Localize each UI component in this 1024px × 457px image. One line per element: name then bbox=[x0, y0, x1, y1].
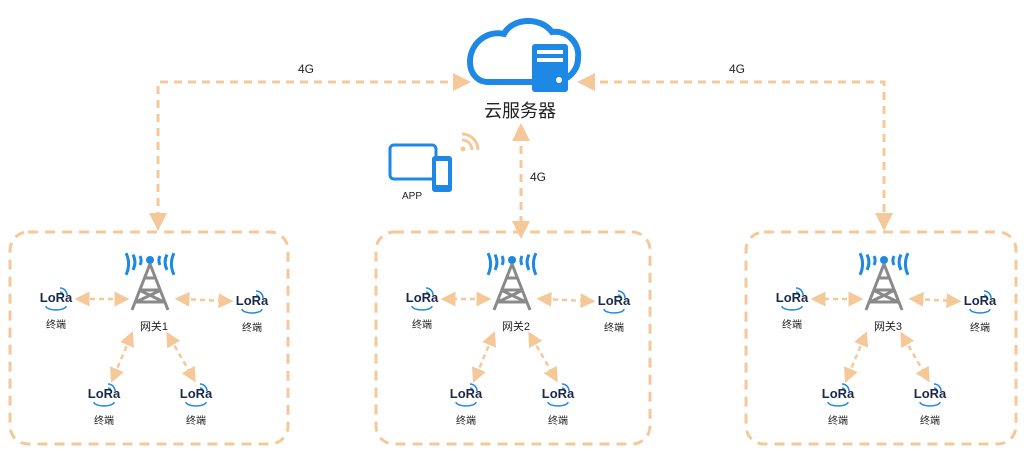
terminal-label: 终端 bbox=[412, 318, 432, 331]
lora-logo-text: LoRa bbox=[822, 386, 855, 401]
lora-icon: LoRa bbox=[776, 287, 809, 311]
gateway-group-border bbox=[744, 230, 1018, 446]
gateway-group-border bbox=[8, 230, 290, 446]
terminal-label: 终端 bbox=[548, 414, 568, 427]
lora-icon: LoRa bbox=[822, 383, 855, 407]
link-left bbox=[149, 73, 471, 231]
link-left-label: 4G bbox=[298, 62, 314, 76]
terminal-label: 终端 bbox=[970, 321, 990, 334]
lora-logo-text: LoRa bbox=[40, 290, 73, 305]
lora-logo-text: LoRa bbox=[598, 293, 631, 308]
lora-icon: LoRa bbox=[180, 383, 213, 407]
gateway-terminal-link bbox=[471, 331, 497, 383]
wifi-signal-icon bbox=[124, 252, 176, 276]
wifi-signal-icon bbox=[486, 252, 538, 276]
terminal-label: 终端 bbox=[828, 414, 848, 427]
terminal-label: 终端 bbox=[186, 414, 206, 427]
terminal-label: 终端 bbox=[242, 321, 262, 334]
tower-icon bbox=[130, 263, 170, 311]
gateway-terminal-link bbox=[843, 331, 869, 383]
lora-icon: LoRa bbox=[598, 290, 631, 314]
lora-logo-text: LoRa bbox=[542, 386, 575, 401]
gateway-terminal-link bbox=[174, 291, 234, 309]
app-label: APP bbox=[402, 191, 422, 202]
gateway-group-border bbox=[374, 230, 652, 446]
gateway-terminal-link bbox=[536, 291, 596, 309]
tablet-phone-icon bbox=[388, 132, 480, 192]
lora-logo-text: LoRa bbox=[236, 293, 269, 308]
terminal-label: 终端 bbox=[94, 414, 114, 427]
gateway-terminal-link bbox=[166, 331, 196, 383]
terminal-label: 终端 bbox=[782, 318, 802, 331]
lora-logo-text: LoRa bbox=[180, 386, 213, 401]
terminal-label: 终端 bbox=[604, 321, 624, 334]
lora-icon: LoRa bbox=[542, 383, 575, 407]
lora-icon: LoRa bbox=[406, 287, 439, 311]
lora-logo-text: LoRa bbox=[964, 293, 997, 308]
gateway-terminal-link bbox=[900, 331, 930, 383]
tower-icon bbox=[864, 263, 904, 311]
lora-icon: LoRa bbox=[236, 290, 269, 314]
tower-icon bbox=[492, 263, 532, 311]
terminal-label: 终端 bbox=[920, 414, 940, 427]
lora-logo-text: LoRa bbox=[776, 290, 809, 305]
gateway-terminal-link bbox=[908, 291, 962, 309]
gateway-label: 网关2 bbox=[502, 319, 530, 333]
wifi-signal-icon bbox=[858, 252, 910, 276]
link-right-label: 4G bbox=[729, 62, 745, 76]
lora-logo-text: LoRa bbox=[406, 290, 439, 305]
gateway-label: 网关3 bbox=[874, 319, 902, 333]
lora-logo-text: LoRa bbox=[914, 386, 947, 401]
link-right bbox=[577, 73, 893, 231]
cloud-server-label: 云服务器 bbox=[484, 101, 556, 121]
cloud-server-icon bbox=[466, 17, 582, 92]
lora-icon: LoRa bbox=[88, 383, 121, 407]
lora-icon: LoRa bbox=[450, 383, 483, 407]
terminal-label: 终端 bbox=[46, 318, 66, 331]
link-center-label: 4G bbox=[530, 170, 546, 184]
terminal-label: 终端 bbox=[456, 414, 476, 427]
gateway-terminal-link bbox=[528, 331, 558, 383]
lora-icon: LoRa bbox=[914, 383, 947, 407]
lora-logo-text: LoRa bbox=[88, 386, 121, 401]
lora-logo-text: LoRa bbox=[450, 386, 483, 401]
lora-icon: LoRa bbox=[964, 290, 997, 314]
gateway-terminal-link bbox=[109, 331, 135, 383]
gateway-label: 网关1 bbox=[140, 319, 168, 333]
lora-icon: LoRa bbox=[40, 287, 73, 311]
